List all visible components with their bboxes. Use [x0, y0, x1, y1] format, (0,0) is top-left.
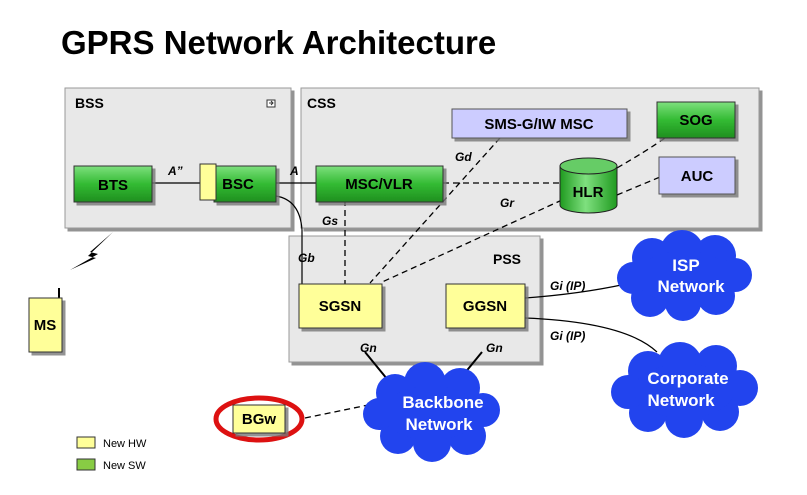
- region-css-label: CSS: [307, 95, 336, 111]
- node-auc[interactable]: AUC: [658, 156, 736, 195]
- arrow-right-icon: [269, 100, 274, 106]
- legend-swatch-hw: [76, 436, 96, 449]
- highlight-ring: [213, 395, 305, 443]
- node-sms-g-iw-msc[interactable]: SMS-G/IW MSC: [451, 108, 628, 139]
- legend-new-sw: New SW: [103, 460, 146, 472]
- label-gn-ggsn: Gn: [486, 341, 503, 355]
- isp-line2: Network: [657, 277, 725, 296]
- region-bss: BSS: [64, 87, 292, 229]
- backbone-line2: Network: [405, 415, 473, 434]
- corporate-line2: Network: [647, 391, 715, 410]
- node-hlr-label: HLR: [573, 184, 604, 201]
- node-bts[interactable]: BTS: [73, 165, 153, 203]
- label-gn-sgsn: Gn: [360, 341, 377, 355]
- link-ggsn-isp: [524, 283, 627, 299]
- node-msc-vlr[interactable]: MSC/VLR: [315, 165, 444, 203]
- node-ggsn[interactable]: GGSN: [445, 283, 526, 329]
- node-bsc-label: BSC: [222, 176, 254, 193]
- node-ggsn-label: GGSN: [463, 298, 507, 315]
- cloud-isp-network[interactable]: ISP Network: [617, 230, 752, 321]
- region-bss-label: BSS: [75, 95, 104, 111]
- label-gi-isp: Gi (IP): [550, 279, 585, 293]
- link-sgsn-hlr-gr: [379, 199, 563, 284]
- corporate-line1: Corporate: [647, 369, 728, 388]
- label-a-double-prime: A”: [167, 164, 183, 178]
- label-gb: Gb: [298, 251, 315, 265]
- label-gi-corporate: Gi (IP): [550, 329, 585, 343]
- node-bts-label: BTS: [98, 177, 128, 194]
- radio-link-icon: [70, 232, 113, 270]
- node-sog-label: SOG: [679, 112, 712, 129]
- node-hlr[interactable]: HLR: [559, 157, 618, 214]
- node-ms[interactable]: MS: [28, 288, 63, 353]
- link-hlr-auc: [616, 176, 661, 196]
- label-gs: Gs: [322, 214, 338, 228]
- node-sgsn[interactable]: SGSN: [298, 283, 383, 329]
- dashed-links: [304, 137, 666, 419]
- node-ms-label: MS: [34, 317, 57, 334]
- link-bsc-sgsn-gb: [275, 195, 303, 306]
- link-hlr-sog: [616, 137, 666, 169]
- node-sms-g-iw-msc-label: SMS-G/IW MSC: [484, 116, 593, 133]
- node-bgw[interactable]: BGw: [213, 395, 305, 443]
- link-sgsn-smsg-gd: [369, 137, 501, 284]
- label-gd: Gd: [455, 150, 472, 164]
- cloud-backbone-network[interactable]: Backbone Network: [363, 362, 500, 462]
- node-bgw-label: BGw: [242, 411, 277, 428]
- label-a: A: [289, 164, 299, 178]
- node-auc-label: AUC: [681, 168, 714, 185]
- bsc-hw-block: [199, 163, 217, 201]
- legend: New HW New SW: [76, 436, 147, 472]
- link-ggsn-corporate: [524, 317, 658, 353]
- legend-swatch-sw: [76, 458, 96, 471]
- label-gr: Gr: [500, 196, 515, 210]
- backbone-line1: Backbone: [402, 393, 483, 412]
- isp-line1: ISP: [672, 256, 699, 275]
- cloud-corporate-network[interactable]: Corporate Network: [611, 342, 758, 438]
- region-pss-label: PSS: [493, 251, 521, 267]
- page-title: GPRS Network Architecture: [61, 24, 497, 61]
- node-msc-vlr-label: MSC/VLR: [345, 176, 413, 193]
- node-bsc[interactable]: BSC: [199, 163, 277, 203]
- node-sog[interactable]: SOG: [656, 101, 736, 139]
- node-sgsn-label: SGSN: [319, 298, 362, 315]
- legend-new-hw: New HW: [103, 438, 147, 450]
